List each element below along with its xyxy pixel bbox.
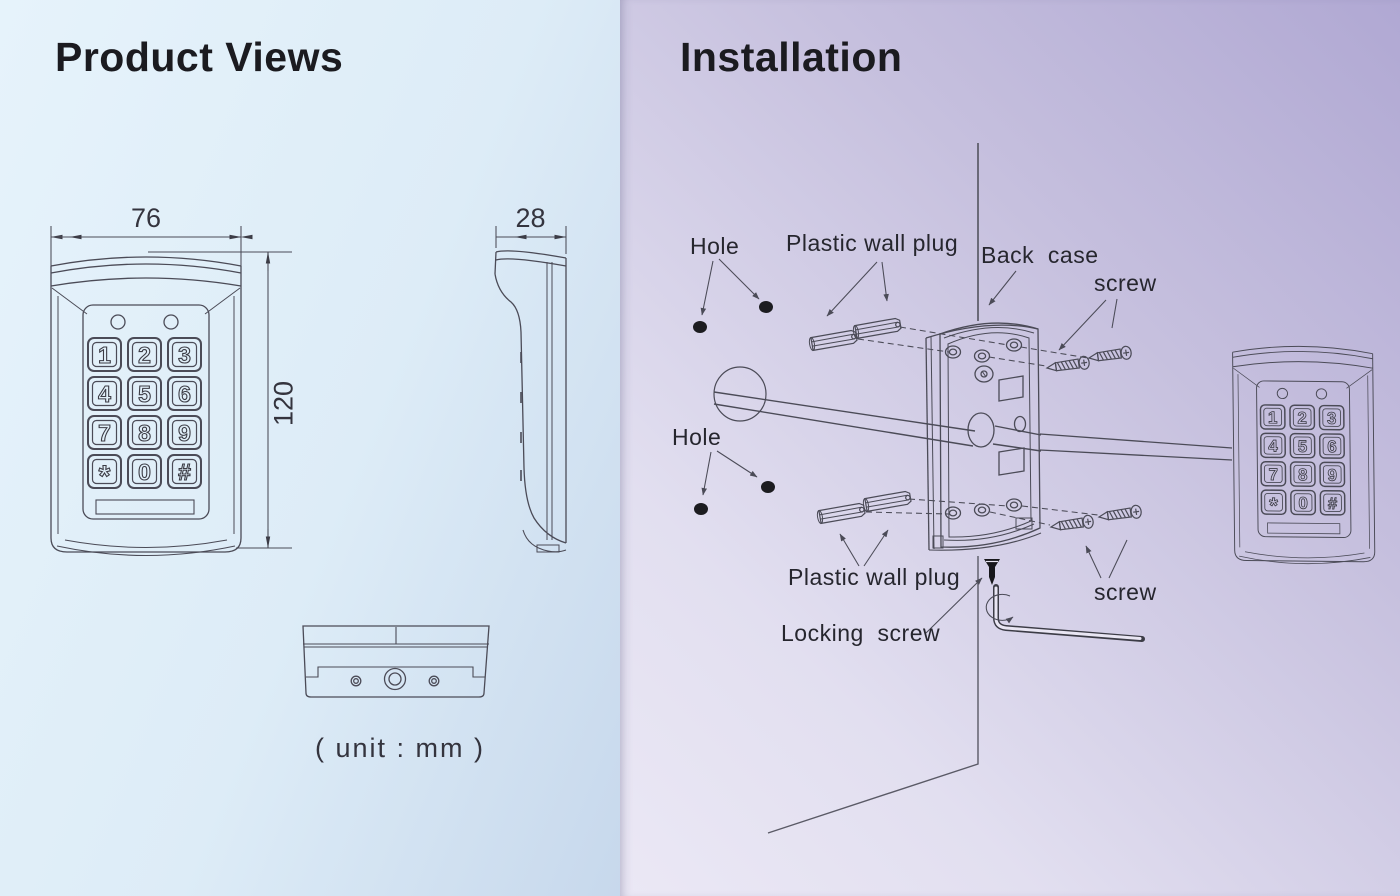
label-screw-bottom: screw (1094, 579, 1157, 605)
front-view-device (50, 256, 242, 557)
product-views-title: Product Views (55, 34, 344, 80)
hex-key-drawing (985, 584, 1145, 642)
depth-dimension-value: 28 (515, 203, 546, 233)
width-dimension-lines (50, 226, 253, 266)
label-hole-bottom: Hole (672, 424, 722, 450)
label-plastic-wall-plug-bottom: Plastic wall plug (788, 564, 961, 590)
leader-lines (700, 258, 1128, 634)
width-dimension-value: 76 (130, 203, 162, 233)
label-back-case: Back case (981, 242, 1099, 268)
unit-note: ( unit : mm ) (314, 733, 485, 763)
installed-keypad-3d (1231, 344, 1376, 566)
installation-title: Installation (680, 34, 903, 80)
front-view-group (50, 226, 292, 557)
side-view-group (494, 226, 567, 553)
cable-wall-hole (713, 366, 976, 447)
height-dimension-lines (148, 251, 292, 549)
bottom-view-group (302, 625, 490, 698)
wall-edge-lines (767, 143, 979, 834)
mounting-screws (1045, 345, 1143, 535)
drill-holes (693, 301, 775, 515)
label-hole-top: Hole (690, 233, 740, 259)
back-case-drawing (925, 322, 1042, 551)
rotation-arrow (985, 593, 1014, 624)
depth-dimension-lines (495, 226, 567, 254)
cable-to-keypad (1039, 433, 1233, 461)
label-locking-screw: Locking screw (781, 620, 941, 646)
label-plastic-wall-plug-top: Plastic wall plug (786, 230, 959, 256)
locking-screw-drawing (984, 559, 1000, 585)
label-screw-top: screw (1094, 270, 1157, 296)
plastic-wall-plugs (807, 317, 913, 525)
height-dimension-value: 120 (268, 380, 299, 427)
